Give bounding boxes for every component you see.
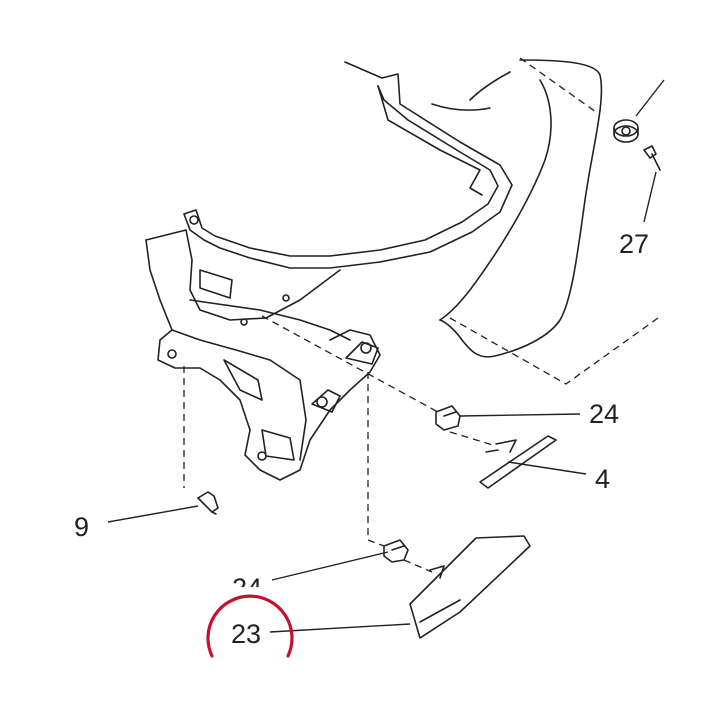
side-fairing-panel — [431, 59, 603, 358]
leader-line-24-lower — [271, 551, 389, 581]
assembly-line-top — [519, 57, 597, 113]
screw-part-9 — [197, 491, 219, 515]
leader-line-24-upper — [459, 413, 581, 417]
callout-27: 27 — [619, 229, 650, 259]
callout-4: 4 — [595, 464, 611, 494]
assembly-line-lower — [367, 372, 385, 547]
assembly-line-mid — [261, 315, 439, 413]
leader-line-4 — [507, 461, 587, 475]
leader-line-27 — [643, 171, 657, 223]
leader-line-9 — [107, 505, 199, 523]
highlight-circle — [206, 594, 294, 658]
clip-part-lower — [383, 539, 409, 563]
assembly-line-right — [449, 317, 659, 385]
assembly-line-clip — [449, 431, 497, 447]
callout-23: 23 — [231, 619, 262, 649]
trim-strip-part-4 — [479, 435, 557, 489]
mounting-bracket — [145, 61, 513, 481]
assembly-line-cover — [403, 559, 433, 573]
cover-part-23 — [409, 535, 531, 639]
screw-part-27 — [643, 145, 661, 171]
grommet-part — [613, 119, 639, 143]
clip-part-upper — [435, 405, 461, 431]
leader-line-23 — [269, 623, 411, 633]
callout-24-upper: 24 — [589, 399, 620, 429]
callout-9: 9 — [74, 512, 90, 542]
leader-line-grommet — [635, 79, 665, 117]
callout-24-lower: 24 — [232, 573, 263, 603]
